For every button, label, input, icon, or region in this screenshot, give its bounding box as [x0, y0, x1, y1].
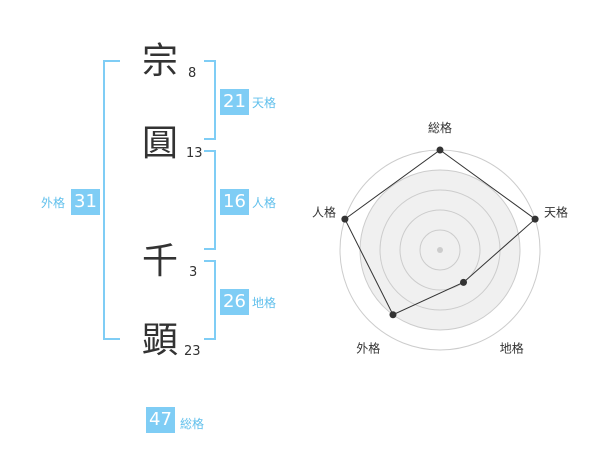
jinkaku-label: 人格 [252, 196, 277, 210]
radar-axis-label-3: 外格 [356, 341, 380, 356]
gaikaku-label: 外格 [41, 196, 66, 210]
radar-axis-label-0: 総格 [428, 120, 452, 135]
radar-series-polygon [344, 149, 536, 316]
stroke-count-3: 3 [189, 265, 198, 280]
tenkaku-label: 天格 [252, 96, 277, 110]
radar-point-1 [531, 215, 539, 223]
name-char-1: 宗 [141, 41, 178, 82]
radar-axis-label-4: 人格 [312, 204, 336, 219]
tenkaku-bracket [204, 60, 216, 140]
radar-axis-label-2: 地格 [500, 341, 524, 356]
gaikaku-value-badge: 31 [71, 189, 100, 215]
jinkaku-value-badge: 16 [220, 189, 249, 215]
jinkaku-bracket [204, 150, 216, 250]
name-char-4: 顕 [141, 320, 178, 361]
radar-point-3 [389, 311, 397, 319]
stroke-count-1: 8 [188, 66, 197, 81]
tenkaku-value-badge: 21 [220, 89, 249, 115]
stroke-count-2: 13 [186, 146, 203, 161]
radar-point-4 [341, 215, 349, 223]
radar-ring-1 [419, 229, 461, 271]
radar-point-2 [460, 278, 468, 286]
radar-axis-label-1: 天格 [544, 204, 568, 219]
soukaku-value-badge: 47 [146, 407, 175, 433]
name-char-3: 千 [141, 241, 178, 282]
radar-ring-2 [399, 209, 481, 291]
chikaku-bracket [204, 260, 216, 340]
gaikaku-bracket [103, 60, 120, 340]
chikaku-label: 地格 [252, 296, 277, 310]
chikaku-value-badge: 26 [220, 289, 249, 315]
name-char-2: 圓 [141, 123, 178, 164]
radar-point-0 [436, 146, 444, 154]
radar-center-dot [437, 247, 443, 253]
stroke-count-4: 23 [184, 344, 201, 359]
soukaku-label: 総格 [180, 417, 205, 431]
